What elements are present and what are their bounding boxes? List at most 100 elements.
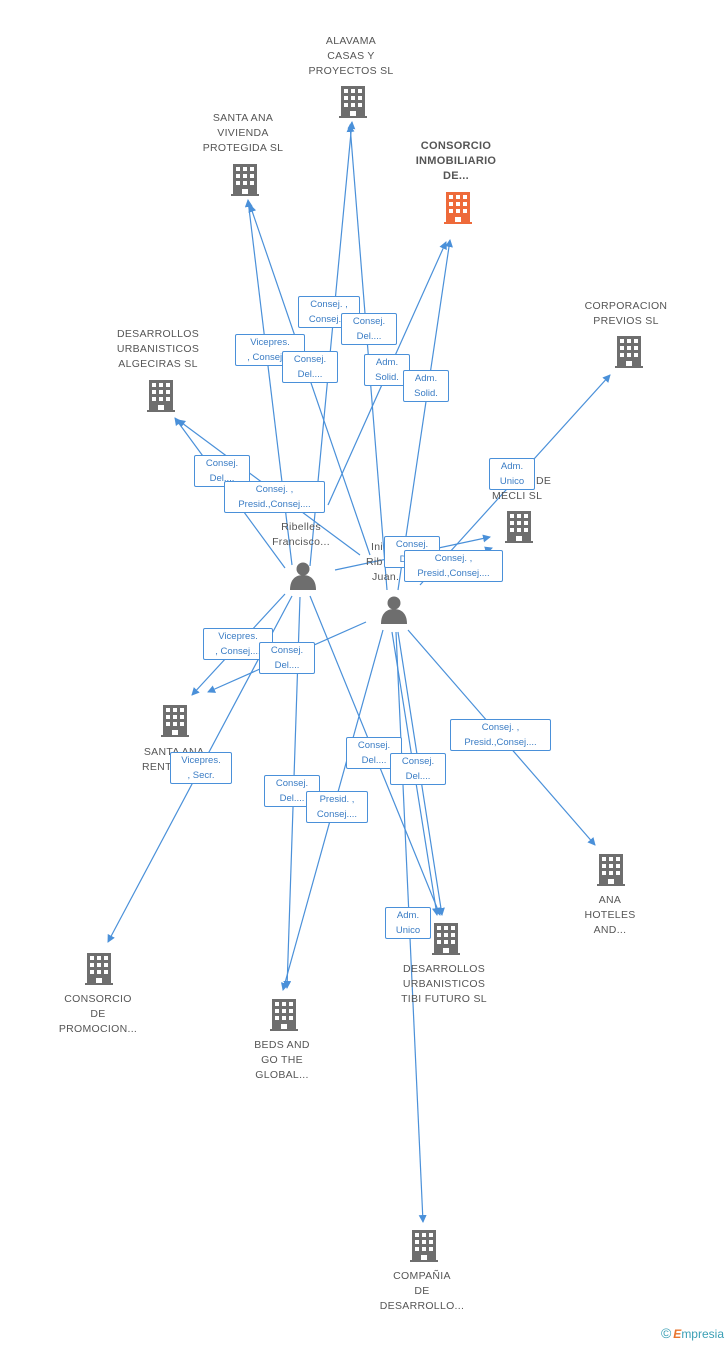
node-label-compania-desarrollo[interactable]: COMPAÑIA DE DESARROLLO... xyxy=(362,1269,482,1314)
role-line: Consej. xyxy=(275,778,309,789)
node-label-desarrollos-algeciras[interactable]: DESARROLLOS URBANISTICOS ALGECIRAS SL xyxy=(98,327,218,372)
role-line: Presid. , xyxy=(319,794,355,805)
person-francisco-icon[interactable] xyxy=(290,562,316,591)
beds-and-go-building-icon[interactable] xyxy=(270,999,298,1031)
edge-label-role[interactable]: Consej. Del.... xyxy=(341,313,397,345)
mecli-building-icon[interactable] xyxy=(505,511,533,543)
label-line: DE... xyxy=(443,170,469,182)
role-line: Consej. xyxy=(401,756,435,767)
role-line: Del.... xyxy=(279,793,305,804)
edge-label-role[interactable]: Consej. Del.... xyxy=(259,642,315,674)
edge-label-role[interactable]: Presid. , Consej.... xyxy=(306,791,368,823)
node-label-person-francisco[interactable]: Ribelles Francisco... xyxy=(241,520,361,550)
label-line: GLOBAL... xyxy=(255,1069,309,1081)
label-line: URBANISTICOS xyxy=(402,978,486,990)
edge-label-role[interactable]: Adm. Unico xyxy=(489,458,535,490)
node-label-alavama[interactable]: ALAVAMA CASAS Y PROYECTOS SL xyxy=(291,34,411,79)
label-line: DESARROLLO... xyxy=(379,1300,465,1312)
role-line: Consej. , xyxy=(481,722,520,733)
role-line: Consej. xyxy=(270,645,304,656)
label-line: GO THE xyxy=(261,1054,303,1066)
corporacion-previos-building-icon[interactable] xyxy=(615,336,643,368)
alavama-building-icon[interactable] xyxy=(339,86,367,118)
role-line: Vicepres. xyxy=(218,631,258,642)
role-line: , Secr. xyxy=(187,770,215,781)
edge-label-role[interactable]: Vicepres. , Secr. xyxy=(170,752,232,784)
role-line: Consej. , xyxy=(434,553,473,564)
role-line: Adm. xyxy=(396,910,420,921)
node-label-consorcio-inmobiliario[interactable]: CONSORCIO INMOBILIARIO DE... xyxy=(396,139,516,184)
role-line: , Consej.... xyxy=(247,352,293,363)
label-line: Ribelles xyxy=(281,521,321,533)
edge-label-role[interactable]: Consej. , Consej.... xyxy=(298,296,360,328)
person-juan-icon[interactable] xyxy=(381,596,407,625)
label-line: Francisco... xyxy=(272,536,330,548)
node-label-mecli[interactable]: DE MECLI SL xyxy=(468,474,568,504)
role-line: Unico xyxy=(395,925,421,936)
role-line: Consej. xyxy=(357,740,391,751)
consorcio-promocion-building-icon[interactable] xyxy=(85,953,113,985)
role-line: Adm. xyxy=(375,357,399,368)
edge-label-role[interactable]: Adm. Unico xyxy=(385,907,431,939)
label-line: DE xyxy=(414,1285,430,1297)
label-line: PROYECTOS SL xyxy=(308,65,394,77)
role-line: Presid.,Consej.... xyxy=(417,568,490,579)
role-line: Consej. xyxy=(205,458,239,469)
compania-desarrollo-building-icon[interactable] xyxy=(410,1230,438,1262)
role-line: Consej. , xyxy=(255,484,294,495)
role-line: Vicepres. xyxy=(181,755,221,766)
brand-footer[interactable]: ©Empresia xyxy=(661,1325,724,1341)
desarrollos-algeciras-building-icon[interactable] xyxy=(147,380,175,412)
label-line: CORPORACION xyxy=(584,300,668,312)
node-label-person-juan[interactable]: Ini Rib Juan. xyxy=(362,540,402,585)
role-line: Solid. xyxy=(414,388,438,399)
role-line: Consej.... xyxy=(308,314,350,325)
role-line: Adm. xyxy=(500,461,524,472)
label-line: DE xyxy=(90,1008,106,1020)
label-line: Rib xyxy=(366,556,383,568)
edge-label-role[interactable]: Consej. , Presid.,Consej.... xyxy=(224,481,325,513)
node-label-consorcio-promocion[interactable]: CONSORCIO DE PROMOCION... xyxy=(38,992,158,1037)
role-line: , Consej.... xyxy=(215,646,261,657)
santa-ana-rent-building-icon[interactable] xyxy=(161,705,189,737)
label-line: Ini xyxy=(371,541,383,553)
santa-ana-vivienda-building-icon[interactable] xyxy=(231,164,259,196)
role-line: Del.... xyxy=(405,771,431,782)
edge-label-role[interactable]: Consej. , Presid.,Consej.... xyxy=(450,719,551,751)
edge-label-role[interactable]: Consej. Del.... xyxy=(390,753,446,785)
label-line: TIBI FUTURO SL xyxy=(401,993,487,1005)
role-line: Unico xyxy=(499,476,525,487)
edge-label-role[interactable]: Adm. Solid. xyxy=(403,370,449,402)
label-line: PROTEGIDA SL xyxy=(202,142,284,154)
node-label-desarrollos-tibi[interactable]: DESARROLLOS URBANISTICOS TIBI FUTURO SL xyxy=(384,962,504,1007)
label-line: Juan. xyxy=(372,571,400,583)
label-line: VIVIENDA xyxy=(217,127,269,139)
edge-label-role[interactable]: Consej. , Presid.,Consej.... xyxy=(404,550,503,582)
node-label-beds-and-go[interactable]: BEDS AND GO THE GLOBAL... xyxy=(222,1038,342,1083)
ana-hoteles-building-icon[interactable] xyxy=(597,854,625,886)
label-line: DE xyxy=(536,475,552,487)
label-line: CONSORCIO xyxy=(64,993,132,1005)
role-line: Consej. xyxy=(395,539,429,550)
label-line: MECLI SL xyxy=(492,490,543,502)
edge-lines xyxy=(107,121,611,1223)
edge-label-role[interactable]: Consej. Del.... xyxy=(282,351,338,383)
desarrollos-tibi-building-icon[interactable] xyxy=(432,923,460,955)
node-label-corporacion-previos[interactable]: CORPORACION PREVIOS SL xyxy=(566,299,686,329)
role-line: Adm. xyxy=(414,373,438,384)
role-line: Vicepres. xyxy=(250,337,290,348)
label-line: INMOBILIARIO xyxy=(415,155,497,167)
label-line: CASAS Y xyxy=(327,50,375,62)
label-line: ALGECIRAS SL xyxy=(118,358,198,370)
label-line: RENT xyxy=(142,761,172,773)
role-line: Del.... xyxy=(274,660,300,671)
label-line: CONSORCIO xyxy=(420,140,492,152)
node-label-santa-ana-vivienda[interactable]: SANTA ANA VIVIENDA PROTEGIDA SL xyxy=(183,111,303,156)
node-label-ana-hoteles[interactable]: ANA HOTELES AND... xyxy=(550,893,670,938)
consorcio-inmobiliario-building-icon[interactable] xyxy=(444,192,472,224)
label-line: ALAVAMA xyxy=(325,35,377,47)
role-line: Consej.... xyxy=(316,809,358,820)
label-line: SANTA ANA xyxy=(212,112,274,124)
role-line: Consej. xyxy=(352,316,386,327)
